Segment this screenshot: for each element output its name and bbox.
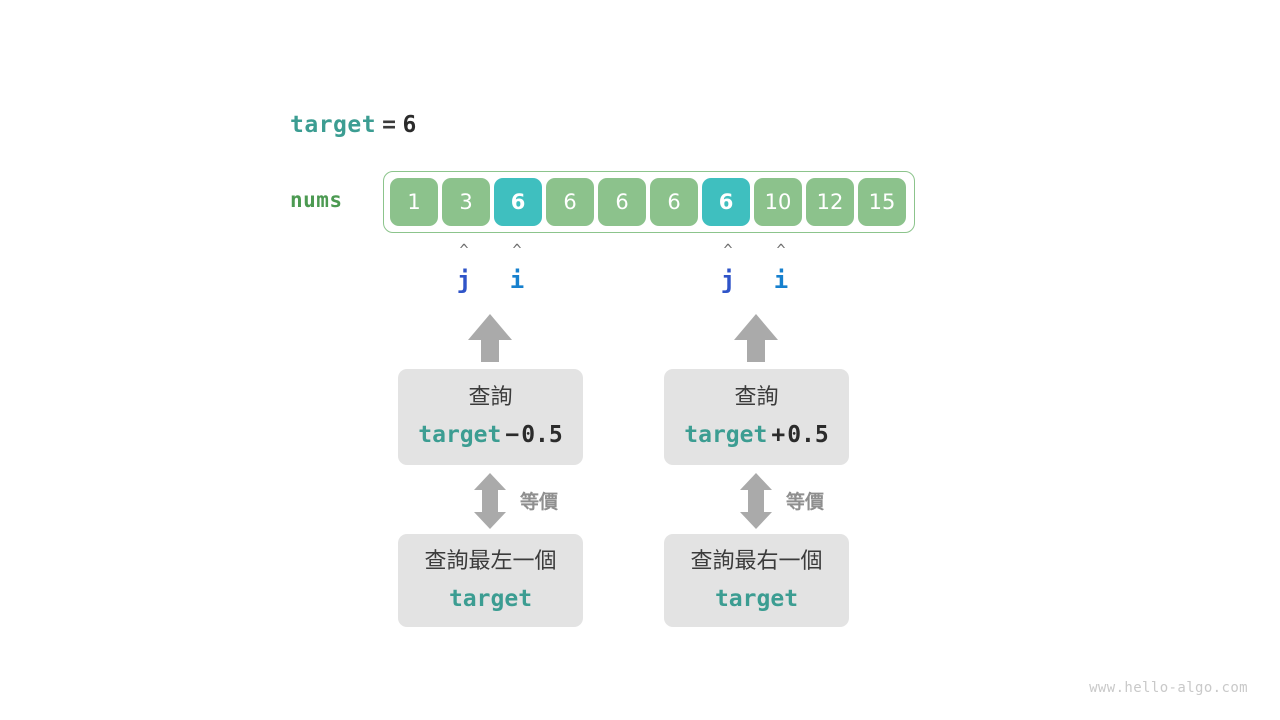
array-cell: 6 [494, 178, 542, 226]
arrow-shaft [481, 339, 499, 362]
arrow-head-down [740, 512, 772, 529]
array-cell: 15 [858, 178, 906, 226]
arrow-head [734, 314, 778, 340]
expr-operator: + [771, 422, 786, 448]
array-cell: 6 [546, 178, 594, 226]
arrow-head-down [474, 512, 506, 529]
array-cell: 12 [806, 178, 854, 226]
query-box-heading: 查詢 [734, 385, 779, 410]
arrow-双-icon-right [740, 473, 772, 529]
query-box-expression: target+0.5 [684, 419, 829, 451]
arrow-shaft [747, 339, 765, 362]
caret-icon: ^ [512, 241, 522, 259]
result-box-heading: 查詢最右一個 [690, 548, 823, 574]
array-label: nums [290, 188, 343, 212]
caret-icon: ^ [723, 241, 733, 259]
pointer-label-j: j [720, 266, 736, 294]
result-box-right: 查詢最右一個 target [664, 534, 849, 627]
arrow-head-up [474, 473, 506, 490]
expr-variable: target [684, 422, 768, 448]
expr-number: 0.5 [521, 422, 563, 448]
result-box-heading: 查詢最左一個 [424, 548, 557, 574]
pointer-label-j: j [456, 266, 472, 294]
array-cell: 6 [650, 178, 698, 226]
caret-icon: ^ [776, 241, 786, 259]
result-box-code: target [449, 583, 532, 615]
arrow-双-icon-left [474, 473, 506, 529]
arrow-head-up [740, 473, 772, 490]
pointer-marker-right-j: ^ j [713, 243, 743, 295]
caret-icon: ^ [459, 241, 469, 259]
result-box-left: 查詢最左一個 target [398, 534, 583, 627]
target-equals-operator: = [382, 112, 397, 138]
pointer-marker-left-j: ^ j [449, 243, 479, 295]
array-cell: 6 [702, 178, 750, 226]
expr-number: 0.5 [787, 422, 829, 448]
query-box-left: 查詢 target−0.5 [398, 369, 583, 465]
target-expression: target=6 [290, 112, 417, 138]
arrow-up-icon-right [734, 314, 778, 362]
array-cell: 1 [390, 178, 438, 226]
query-box-expression: target−0.5 [418, 419, 563, 451]
target-value: 6 [402, 112, 417, 138]
pointer-label-i: i [773, 266, 789, 294]
watermark: www.hello-algo.com [1089, 680, 1248, 696]
result-box-code: target [715, 583, 798, 615]
arrow-shaft [748, 489, 764, 513]
arrow-up-icon-left [468, 314, 512, 362]
target-variable: target [290, 112, 377, 138]
query-box-heading: 查詢 [468, 385, 513, 410]
result-target-token: target [714, 585, 799, 612]
query-box-right: 查詢 target+0.5 [664, 369, 849, 465]
array-cell: 10 [754, 178, 802, 226]
array-cell: 3 [442, 178, 490, 226]
expr-operator: − [505, 422, 520, 448]
pointer-label-i: i [509, 266, 525, 294]
equivalence-label-left: 等價 [520, 491, 559, 513]
pointer-marker-left-i: ^ i [502, 243, 532, 295]
expr-variable: target [418, 422, 502, 448]
arrow-head [468, 314, 512, 340]
array-cell: 6 [598, 178, 646, 226]
pointer-marker-right-i: ^ i [766, 243, 796, 295]
arrow-shaft [482, 489, 498, 513]
array-container: 1 3 6 6 6 6 6 10 12 15 [383, 171, 915, 233]
result-target-token: target [448, 585, 533, 612]
equivalence-label-right: 等價 [786, 491, 825, 513]
